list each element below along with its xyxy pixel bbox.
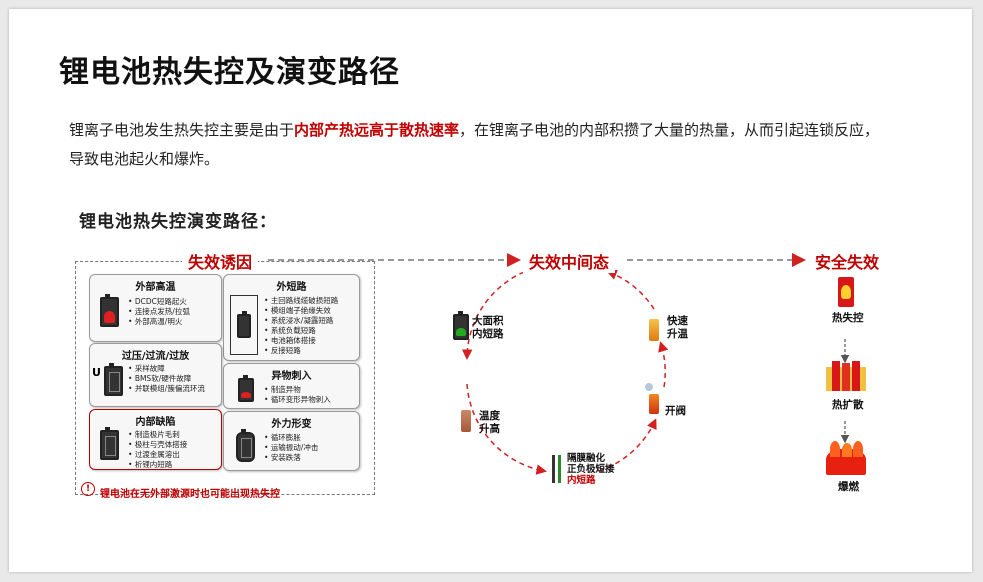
list-item: 系统浸水/凝露短路 (264, 316, 338, 326)
list-item: 采样故障 (128, 364, 205, 374)
causes-note: 锂电池在无外部激源时也可能出现热失控 (100, 485, 280, 500)
list-item: DCDC短路起火 (128, 297, 190, 307)
cause-card-external-short: 外短路 主回路线缆破损短路 模组端子绝缘失效 系统浸水/凝露短路 系统负载短路 … (223, 274, 360, 361)
safety-stage-runaway: 热失控 (832, 312, 864, 325)
cause-card-deformation: 外力形变 循环膨胀 运输振动/冲击 安装跌落 (223, 411, 360, 471)
slide: 锂电池热失控及演变路径 锂离子电池发生热失控主要是由于内部产热远高于散热速率，在… (9, 9, 972, 572)
safety-stage-explosion: 爆燃 (838, 481, 859, 494)
thermal-runaway-icon (838, 277, 854, 307)
list-item: 电池箱体搭接 (264, 336, 338, 346)
state-sep-internal-short: 内短路 (567, 475, 596, 486)
battery-short-icon (453, 314, 469, 340)
smoke-icon (645, 383, 653, 391)
cause-card-overvoltage: 过压/过流/过放 U 采样故障 BMS软/硬件故障 并联模组/簇偏流环流 (89, 343, 222, 407)
state-large-short: 大面积 内短路 (472, 315, 504, 341)
list-item: BMS软/硬件故障 (128, 374, 205, 384)
warning-icon: ! (81, 482, 95, 496)
cause-card-external-heat: 外部高温 DCDC短路起火 连接点发热/拉弧 外部高温/明火 (89, 274, 222, 342)
separator-icon-2 (558, 455, 561, 483)
list-item: 主回路线缆破损短路 (264, 296, 338, 306)
card-title: 外短路 (224, 278, 359, 293)
card-title: 内部缺陷 (90, 413, 221, 428)
list-item: 安装跌落 (264, 453, 318, 463)
list-item: 循环膨胀 (264, 433, 318, 443)
circuit-icon (230, 295, 258, 355)
thermal-spread-icon (826, 361, 866, 391)
safety-title: 安全失效 (809, 249, 885, 273)
battery-vent-icon (649, 394, 659, 414)
list-item: 运输振动/冲击 (264, 443, 318, 453)
list-item: 外部高温/明火 (128, 317, 190, 327)
state-vent: 开阀 (665, 405, 686, 418)
list-item: 极柱与壳体搭接 (128, 440, 187, 450)
arrow-cycle-4 (661, 344, 665, 387)
voltage-u-icon: U (92, 366, 101, 379)
list-item: 反接短路 (264, 346, 338, 356)
middle-title: 失效中间态 (523, 249, 615, 273)
list-item: 模组端子绝缘失效 (264, 306, 338, 316)
list-item: 循环变形异物刺入 (264, 395, 331, 405)
state-temp-rise: 温度 升高 (479, 410, 500, 436)
battery-fire-icon (100, 297, 119, 327)
safety-stage-spread: 热扩散 (832, 399, 864, 412)
explosion-icon (826, 441, 866, 475)
cause-card-foreign-object: 异物刺入 制造异物 循环变形异物刺入 (223, 363, 360, 409)
battery-deformed-icon (236, 432, 255, 462)
list-item: 析锂内短路 (128, 460, 187, 470)
battery-defect-icon (100, 430, 119, 460)
battery-warm-icon (461, 410, 471, 432)
list-item: 制造极片毛刺 (128, 430, 187, 440)
list-item: 连接点发热/拉弧 (128, 307, 190, 317)
state-sep-melt: 隔膜融化 (567, 453, 605, 464)
arrow-cycle-5 (609, 272, 654, 309)
card-title: 外部高温 (90, 278, 221, 293)
state-fast-heat: 快速 升温 (667, 315, 688, 341)
card-title: 过压/过流/过放 (90, 347, 221, 362)
list-item: 并联模组/簇偏流环流 (128, 384, 205, 394)
list-item: 过渡金属溶出 (128, 450, 187, 460)
cause-card-internal-defect: 内部缺陷 制造极片毛刺 极柱与壳体搭接 过渡金属溶出 析锂内短路 (89, 409, 222, 470)
battery-icon (104, 366, 123, 396)
battery-nail-icon (238, 378, 254, 402)
list-item: 系统负载短路 (264, 326, 338, 336)
list-item: 制造异物 (264, 385, 331, 395)
card-title: 外力形变 (224, 415, 359, 430)
causes-title: 失效诱因 (182, 249, 258, 273)
separator-icon (552, 455, 555, 483)
state-sep-short: 正负极短接 (567, 464, 615, 475)
battery-hot-icon (649, 319, 659, 341)
